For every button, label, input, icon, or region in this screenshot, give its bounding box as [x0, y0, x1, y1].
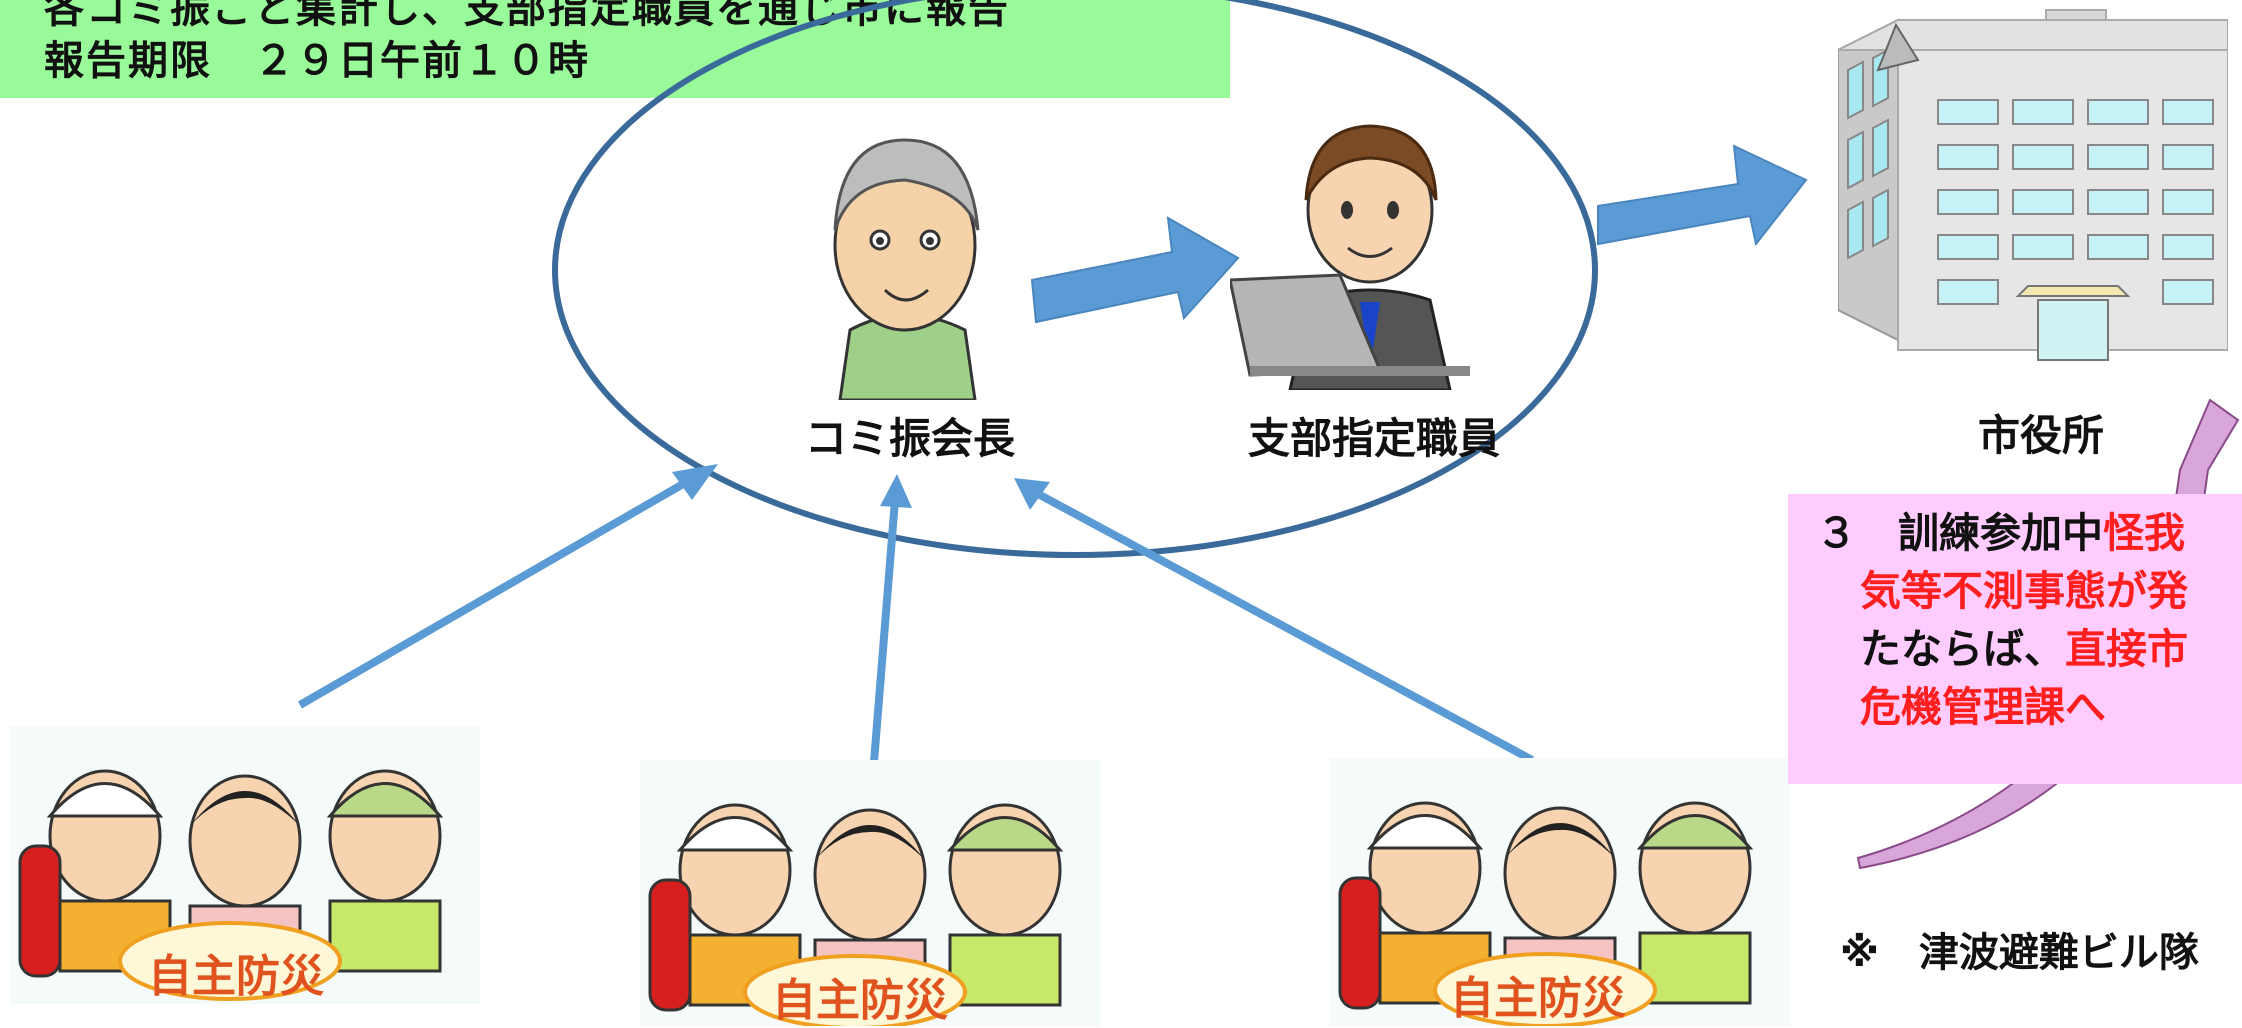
city-hall-building [1838, 9, 2228, 361]
chairman-label: コミ振会長 [805, 414, 1016, 463]
staff-label: 支部指定職員 [1248, 414, 1501, 463]
callout-line-3: たならば、直接市 [1816, 620, 2242, 678]
group-figure-2 [640, 760, 1100, 1026]
arrow-staff-to-cityhall [1597, 144, 1808, 247]
callout-red-1: 怪我 [2103, 509, 2185, 557]
group-badge-3: 自主防災 [1450, 973, 1626, 1024]
arrow-group1-to-chairman [298, 464, 718, 709]
chairman-figure [800, 120, 1010, 400]
group-ellipse [552, 0, 1598, 558]
group-badge-2: 自主防災 [772, 975, 948, 1026]
header-line-2: 報告期限 ２９日午前１０時 [44, 38, 590, 84]
group-figure-3 [1330, 758, 1790, 1026]
arrow-chairman-to-staff [1030, 216, 1240, 324]
group-badge-1: 自主防災 [148, 951, 324, 1002]
tsunami-note: ※ 津波避難ビル隊 [1840, 930, 2199, 976]
arrow-group2-to-chairman [870, 474, 912, 763]
callout-line-4: 危機管理課へ [1860, 683, 2106, 731]
callout-line-1: ３ 訓練参加中怪我 [1816, 504, 2242, 562]
callout-line-3-black: たならば、 [1860, 625, 2065, 673]
city-hall-label: 市役所 [1978, 411, 2105, 460]
callout-prefix: ３ 訓練参加中 [1816, 509, 2103, 557]
staff-figure [1230, 124, 1470, 390]
callout-line-3-red: 直接市 [2065, 625, 2188, 673]
arrow-group3-to-chairman [1014, 478, 1534, 764]
injury-callout: ３ 訓練参加中怪我 気等不測事態が発 たならば、直接市 危機管理課へ [1788, 494, 2242, 784]
callout-line-2: 気等不測事態が発 [1860, 567, 2188, 615]
group-figure-1 [10, 726, 480, 1004]
